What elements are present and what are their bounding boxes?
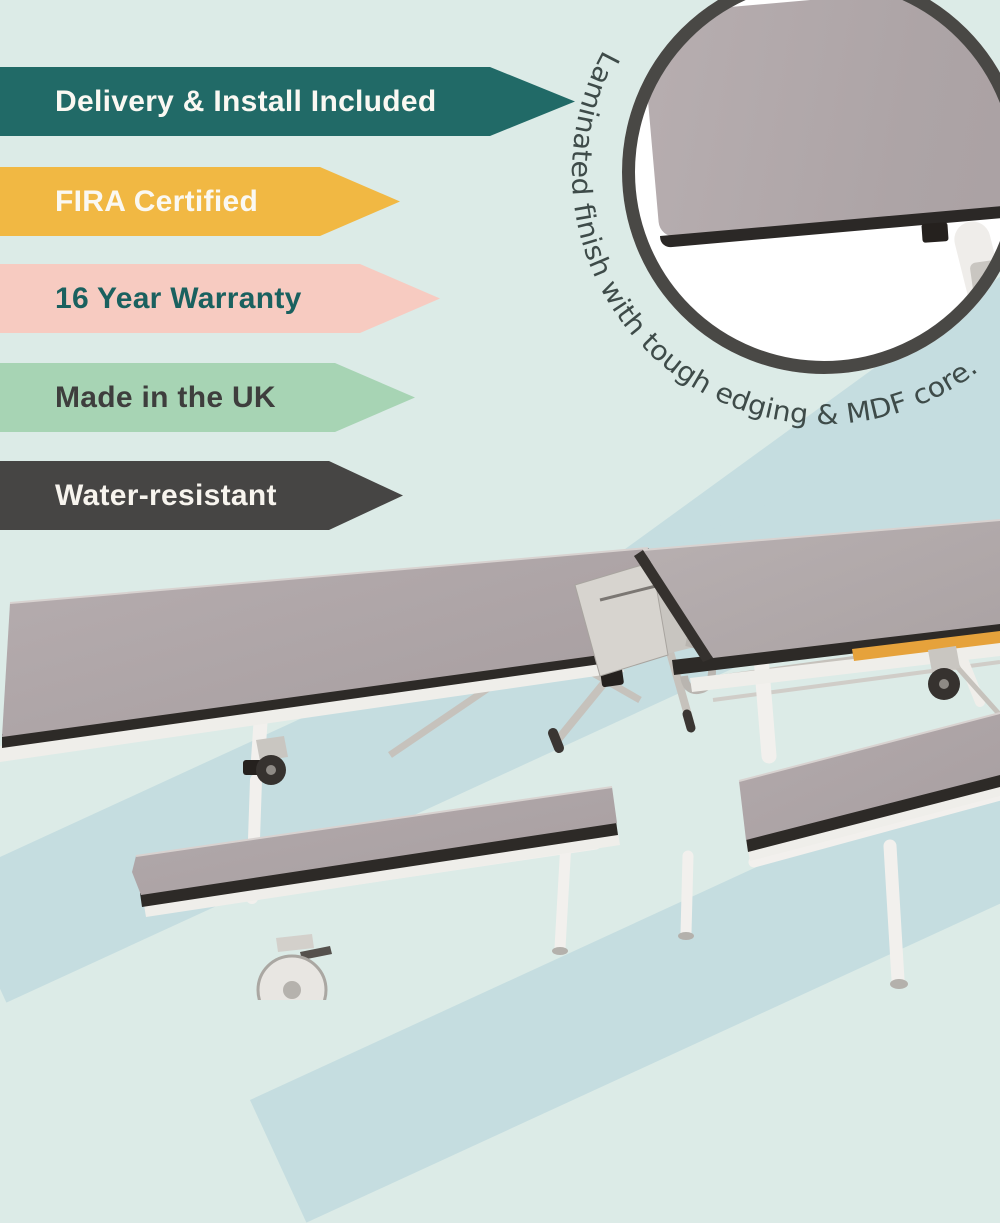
caster-wheel bbox=[256, 736, 288, 785]
bench-edge-band bbox=[140, 821, 618, 907]
feature-banner-delivery-install: Delivery & Install Included bbox=[0, 67, 575, 136]
laminate-surface bbox=[132, 787, 617, 895]
banner-label: Made in the UK bbox=[55, 380, 276, 414]
table-edge-band bbox=[672, 622, 1000, 675]
yellow-edge-strip bbox=[852, 631, 1000, 661]
caster-wheel-braked bbox=[256, 934, 332, 1000]
detail-inset-circle bbox=[622, 0, 1000, 374]
right-bench-seat bbox=[738, 712, 1000, 861]
left-table-top bbox=[0, 547, 656, 762]
feature-banner-fira-certified: FIRA Certified bbox=[0, 167, 400, 236]
laminate-surface bbox=[2, 548, 648, 737]
leg-foot bbox=[890, 979, 908, 989]
left-bench-seat bbox=[132, 786, 620, 917]
inset-ring bbox=[622, 0, 1000, 374]
feature-banner-made-in-uk: Made in the UK bbox=[0, 363, 415, 432]
banner-label: 16 Year Warranty bbox=[55, 281, 302, 315]
product-photo-folding-bench-table bbox=[0, 519, 1000, 1000]
feature-banner-water-resistant: Water-resistant bbox=[0, 461, 403, 530]
caster-wheel bbox=[928, 646, 960, 700]
leg-foot bbox=[678, 932, 694, 940]
bench-edge-band bbox=[746, 773, 1000, 852]
banner-label: Water-resistant bbox=[55, 478, 277, 512]
laminate-surface bbox=[643, 520, 1000, 658]
right-table-top bbox=[634, 519, 1000, 692]
banner-label: Delivery & Install Included bbox=[55, 84, 437, 118]
laminate-surface bbox=[739, 713, 1000, 840]
feature-banner-warranty: 16 Year Warranty bbox=[0, 264, 440, 333]
leg-foot bbox=[552, 947, 568, 955]
banner-label: FIRA Certified bbox=[55, 184, 259, 218]
